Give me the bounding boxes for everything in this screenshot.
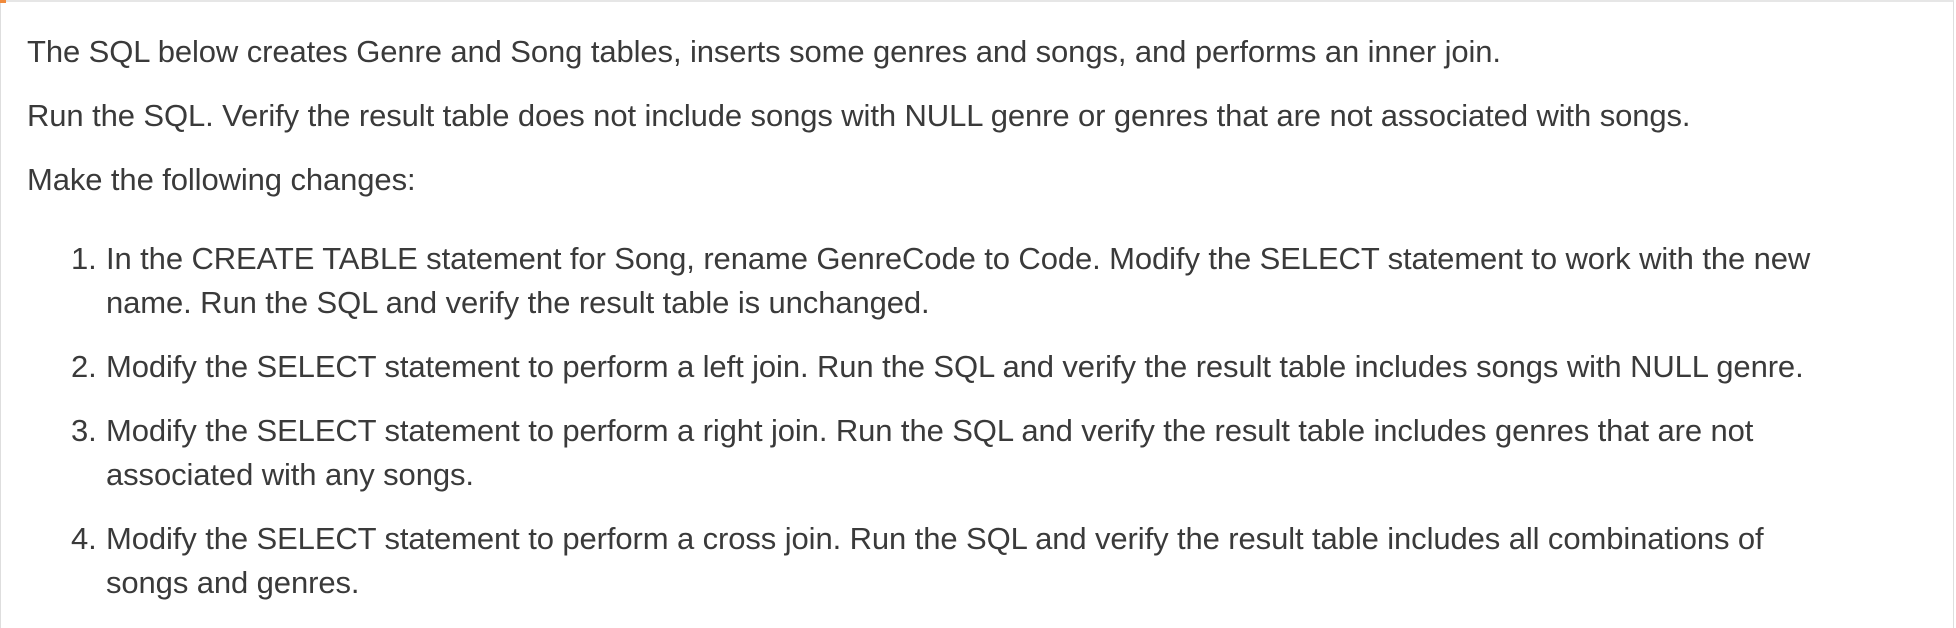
instructions-content: The SQL below creates Genre and Song tab… [27, 30, 1927, 625]
step-text-line: In the CREATE TABLE statement for Song, … [106, 241, 1811, 276]
step-text-line: Modify the SELECT statement to perform a… [106, 413, 1754, 448]
step-number: 1. [71, 241, 97, 276]
step-item-1: 1. In the CREATE TABLE statement for Son… [27, 237, 1927, 325]
intro-text: The SQL below creates Genre and Song tab… [27, 34, 1501, 69]
step-item-4: 4. Modify the SELECT statement to perfor… [27, 517, 1927, 605]
run-instruction-text: Run the SQL. Verify the result table doe… [27, 98, 1691, 133]
step-text-line: Modify the SELECT statement to perform a… [106, 349, 1804, 384]
steps-list: 1. In the CREATE TABLE statement for Son… [27, 237, 1927, 605]
step-text-line: name. Run the SQL and verify the result … [106, 285, 930, 320]
step-number: 3. [71, 413, 97, 448]
changes-heading: Make the following changes: [27, 162, 416, 197]
step-number: 2. [71, 349, 97, 384]
step-text-line: songs and genres. [106, 565, 360, 600]
step-text-line: associated with any songs. [106, 457, 474, 492]
step-number: 4. [71, 521, 97, 556]
step-item-3: 3. Modify the SELECT statement to perfor… [27, 409, 1927, 497]
accent-mark [0, 0, 6, 3]
step-item-2: 2. Modify the SELECT statement to perfor… [27, 345, 1927, 389]
step-text-line: Modify the SELECT statement to perform a… [106, 521, 1764, 556]
